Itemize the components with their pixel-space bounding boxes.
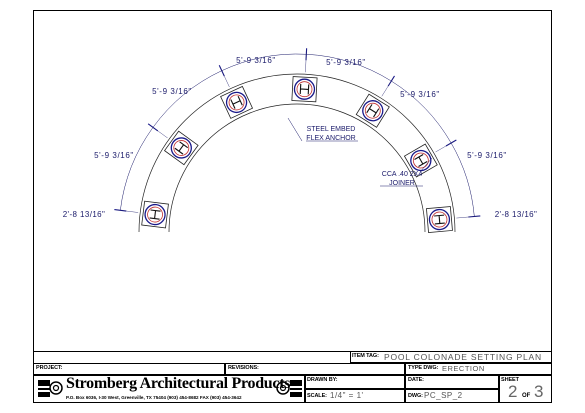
dimension-label: 5'-9 3/16" — [152, 87, 192, 96]
sheet-label: SHEET — [501, 377, 519, 383]
column-shaft — [144, 203, 166, 226]
note-group: STEEL EMBED FLEX ANCHOR CCA .40 2X4 JOIN… — [287, 117, 433, 187]
drawn-by-label: DRAWN BY: — [307, 377, 338, 383]
column — [355, 93, 390, 128]
dimension-line — [120, 127, 154, 211]
dimension-label: 5'-9 3/16" — [236, 56, 276, 65]
column-shaft — [410, 149, 432, 172]
column-core — [147, 206, 163, 223]
dimension-group: 5'-9 3/16" 5'-9 3/16" 5'-9 3/16" 5'-9 3/16"… — [63, 48, 538, 219]
item-tag-value: POOL COLONADE SETTING PLAN — [384, 352, 542, 362]
dimension-line — [152, 70, 222, 128]
outer-arc — [138, 73, 456, 233]
column — [163, 130, 199, 166]
column-shaft — [225, 91, 248, 114]
column — [220, 85, 254, 119]
anchor-symbol — [174, 141, 189, 155]
column-shaft — [428, 208, 451, 231]
item-tag-cell — [350, 351, 552, 363]
dimension-label: 5'-9 3/16" — [94, 151, 134, 160]
project-cell — [33, 363, 225, 375]
sheet-number: 2 — [508, 382, 518, 401]
dimension-line — [221, 53, 307, 71]
sheet-total: 3 — [534, 382, 544, 401]
column-core — [296, 81, 313, 98]
scale-label: SCALE: — [307, 393, 327, 399]
column-core — [173, 140, 190, 156]
company-logo-left — [38, 380, 63, 397]
column-shaft — [362, 100, 384, 122]
extension-line — [456, 215, 479, 219]
revisions-cell — [225, 363, 405, 375]
dimension-label: 5'-9 3/16" — [326, 58, 366, 67]
scale-value: 1/4" = 1' — [330, 391, 364, 400]
type-dwg-label: TYPE DWG: — [408, 365, 439, 371]
drawn-by-cell — [305, 375, 405, 389]
company-logo-right — [276, 380, 302, 397]
extension-line — [116, 209, 139, 213]
dimension-line — [450, 142, 475, 217]
flex-anchor-note: FLEX ANCHOR — [306, 135, 355, 142]
column — [141, 200, 169, 229]
extension-line — [381, 77, 394, 97]
column-shaft — [170, 137, 192, 159]
sheet-of: OF — [522, 393, 531, 399]
scale-cell — [305, 389, 405, 403]
company-name: Stromberg Architectural Products — [66, 375, 291, 392]
note-leader — [419, 157, 433, 173]
anchor-symbol — [414, 154, 428, 167]
anchor-symbol — [299, 83, 310, 95]
column-core — [431, 211, 448, 228]
column-core — [228, 94, 245, 111]
dimension-line — [391, 80, 452, 144]
colonnade-arc-band — [138, 73, 456, 233]
note-leader — [287, 117, 303, 142]
steel-embed-note: STEEL EMBED — [307, 126, 356, 133]
type-dwg-value: ERECTION — [442, 364, 485, 373]
item-tag-label: ITEM TAG: — [352, 353, 379, 359]
date-cell — [405, 375, 499, 389]
column-group — [141, 76, 453, 233]
column — [426, 206, 453, 233]
revisions-label: REVISIONS: — [228, 365, 259, 371]
dwg-label: DWG: — [408, 393, 423, 399]
dimension-line — [306, 53, 392, 82]
inner-arc — [168, 103, 426, 233]
end-dimension-right: 2'-8 13/16" — [495, 210, 538, 219]
extension-line — [435, 140, 455, 153]
extension-line — [149, 124, 168, 139]
column-core — [364, 102, 381, 119]
dwg-cell — [405, 389, 499, 403]
anchor-symbol — [434, 214, 445, 225]
anchor-symbol — [230, 95, 243, 109]
sheet-cell — [499, 375, 552, 403]
type-dwg-cell — [405, 363, 552, 375]
extension-line — [219, 66, 230, 88]
end-dimension-left: 2'-8 13/16" — [63, 210, 106, 219]
column-shaft — [293, 78, 316, 100]
extension-line — [305, 50, 307, 73]
dimension-label: 5'-9 3/16" — [400, 90, 440, 99]
company-address: P.O. Box 6036, I-30 West, Greenville, TX… — [66, 395, 242, 400]
joiner-note: CCA .40 2X4 — [382, 171, 423, 178]
date-label: DATE: — [408, 377, 424, 383]
dwg-value: PC_SP_2 — [424, 391, 463, 400]
project-label: PROJECT: — [36, 365, 63, 371]
anchor-symbol — [149, 209, 161, 220]
anchor-symbol — [366, 104, 380, 118]
column — [291, 76, 318, 103]
joiner-note-label: JOINER — [389, 180, 415, 187]
company-cell — [33, 375, 305, 403]
column — [403, 143, 438, 178]
dimension-label: 5'-9 3/16" — [467, 151, 507, 160]
